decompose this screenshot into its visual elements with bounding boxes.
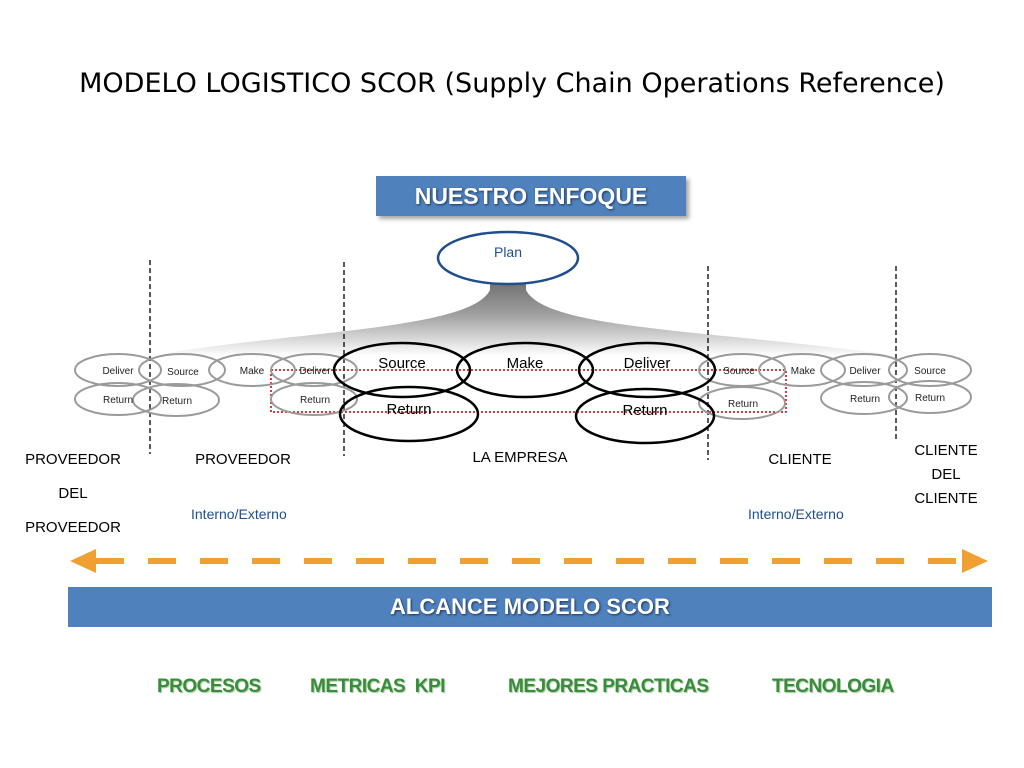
pillar-tecnologia: TECNOLOGIA xyxy=(772,676,894,697)
ellipse-return-1 xyxy=(74,382,162,416)
node-label: Deliver xyxy=(849,366,881,377)
ellipse-make-2 xyxy=(208,353,296,387)
ellipse-source-5 xyxy=(888,353,972,387)
pillar-procesos: PROCESOS xyxy=(157,676,261,697)
node-label: Source xyxy=(914,366,946,377)
company-deliver-label: Deliver xyxy=(624,355,671,372)
node-label: Return xyxy=(300,395,330,406)
ellipse-company-return-left xyxy=(338,385,480,443)
ellipse-return-5 xyxy=(888,380,972,414)
label-line: DEL xyxy=(58,485,88,502)
arrow-head-left xyxy=(70,549,96,573)
ellipse-return-2 xyxy=(132,383,220,417)
ellipse-source-2 xyxy=(138,353,226,387)
node-label: Return xyxy=(915,393,945,404)
label-line: PROVEEDOR xyxy=(25,451,121,468)
ellipse-company-return-right xyxy=(574,387,716,445)
scope-banner: ALCANCE MODELO SCOR xyxy=(68,587,992,627)
ellipse-make-4 xyxy=(758,353,846,387)
label-line: DEL xyxy=(931,466,961,483)
label-proveedor: PROVEEDOR xyxy=(195,451,291,468)
ellipse-return-4b xyxy=(820,381,908,415)
label-interno-externo-left: Interno/Externo xyxy=(191,506,287,522)
label-line: CLIENTE xyxy=(914,442,978,459)
ellipse-deliver-1 xyxy=(74,353,162,387)
label-la-empresa: LA EMPRESA xyxy=(472,449,568,466)
node-label: Return xyxy=(728,399,758,410)
pillar-mejores-practicas: MEJORES PRACTICAS xyxy=(508,676,709,697)
plan-fan-arrow xyxy=(148,264,900,356)
label-line: CLIENTE xyxy=(914,490,978,507)
ellipse-deliver-2 xyxy=(270,353,358,387)
node-label: Return xyxy=(162,396,192,407)
label-line: PROVEEDOR xyxy=(25,519,121,536)
label-cliente: CLIENTE xyxy=(768,451,832,468)
arrow-head-right xyxy=(962,549,988,573)
node-label: Source xyxy=(723,366,755,377)
company-source-label: Source xyxy=(378,355,426,372)
label-interno-externo-right: Interno/Externo xyxy=(748,506,844,522)
ellipse-return-2b xyxy=(270,382,358,416)
company-dotted-box xyxy=(270,369,787,413)
ellipse-company-source xyxy=(332,341,472,399)
label-cliente-del-cliente: CLIENTE DEL CLIENTE xyxy=(896,439,996,511)
plan-label: Plan xyxy=(494,244,522,260)
company-return-right-label: Return xyxy=(622,402,667,419)
focus-banner: NUESTRO ENFOQUE xyxy=(376,176,686,216)
node-label: Return xyxy=(850,394,880,405)
ellipse-return-4 xyxy=(698,386,786,420)
label-proveedor-del-proveedor: PROVEEDOR DEL PROVEEDOR xyxy=(10,443,136,545)
ellipse-company-make xyxy=(455,341,595,399)
company-make-label: Make xyxy=(507,355,544,372)
node-label: Deliver xyxy=(299,366,331,377)
pillar-metricas-kpi: METRICAS KPI xyxy=(310,676,445,697)
node-label: Source xyxy=(167,367,199,378)
ellipse-company-deliver xyxy=(577,341,717,399)
page-title: MODELO LOGISTICO SCOR (Supply Chain Oper… xyxy=(79,68,945,99)
node-label: Make xyxy=(791,366,816,377)
node-label: Make xyxy=(240,366,265,377)
plan-ellipse xyxy=(436,230,580,286)
node-label: Return xyxy=(103,395,133,406)
company-return-left-label: Return xyxy=(386,401,431,418)
ellipse-deliver-4 xyxy=(820,353,908,387)
node-label: Deliver xyxy=(102,366,134,377)
